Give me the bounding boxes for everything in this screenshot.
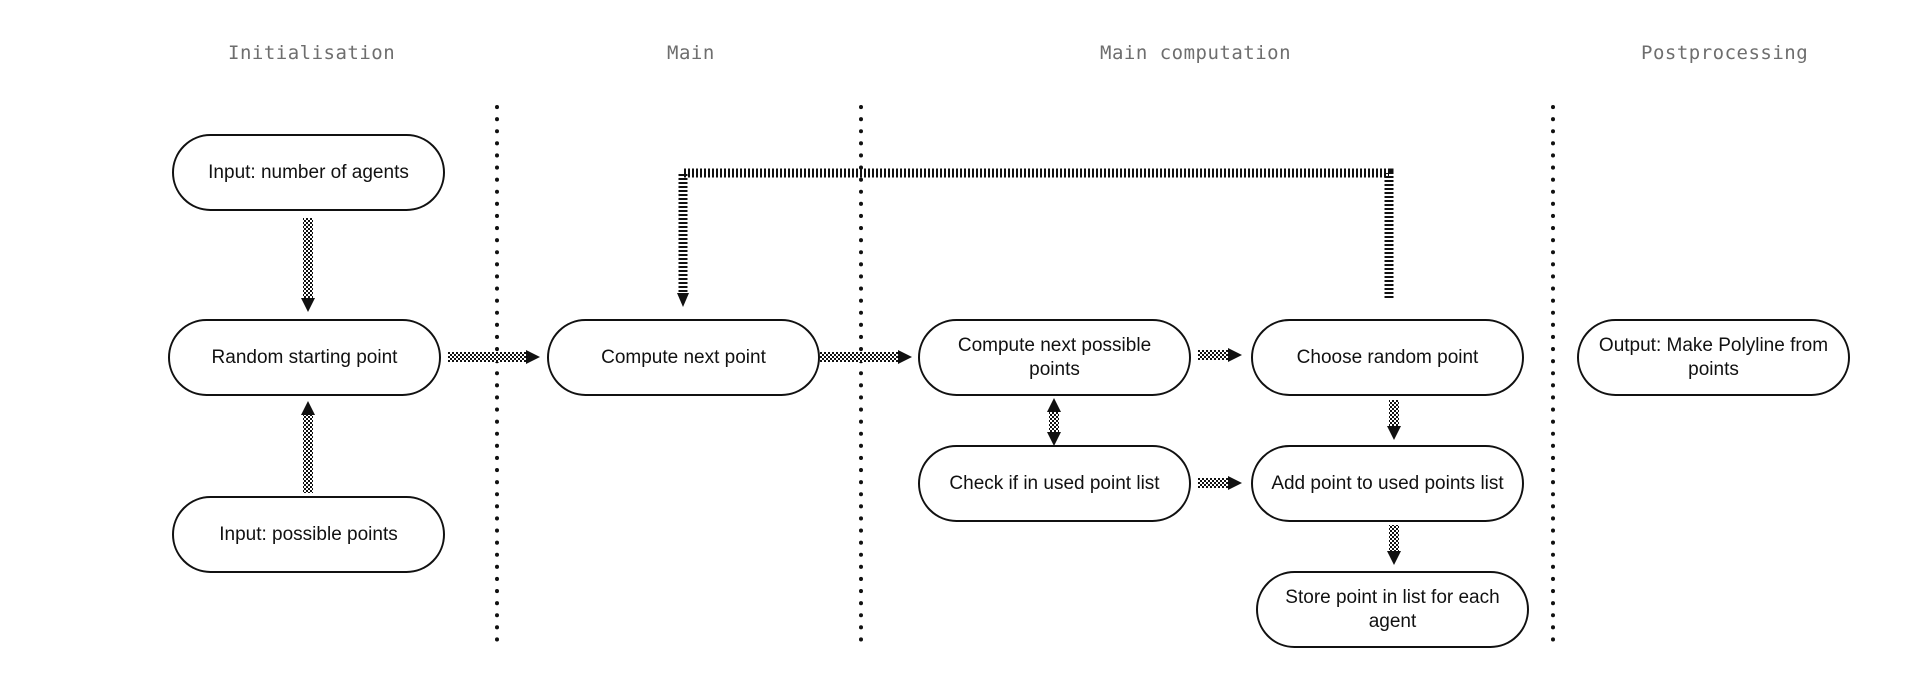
arrow-possible-check-head-up <box>1047 398 1061 412</box>
node-check-used-point-list: Check if in used point list <box>918 445 1191 522</box>
loop-back-arrowhead <box>677 293 689 307</box>
arrow-start-to-compute-shaft <box>448 352 528 362</box>
node-input-possible-points: Input: possible points <box>172 496 445 573</box>
node-label: Random starting point <box>211 346 398 368</box>
arrow-possible-check-shaft <box>1049 410 1059 434</box>
arrow-agents-to-start-shaft <box>303 218 313 300</box>
arrow-check-to-add-head <box>1228 476 1242 490</box>
arrow-points-to-start-shaft <box>303 413 313 493</box>
arrow-compute-to-possible-shaft <box>820 352 900 362</box>
node-label: Add point to used points list <box>1271 472 1504 494</box>
arrow-possible-to-choose-head <box>1228 348 1242 362</box>
node-label: Check if in used point list <box>949 472 1160 494</box>
node-compute-next-possible-points: Compute next possible points <box>918 319 1191 396</box>
node-add-point-to-used-list: Add point to used points list <box>1251 445 1524 522</box>
node-compute-next-point: Compute next point <box>547 319 820 396</box>
arrow-add-to-store-head <box>1387 551 1401 565</box>
node-store-point-for-agent: Store point in list for each agent <box>1256 571 1529 648</box>
section-title-main: Main <box>667 42 715 64</box>
arrow-points-to-start-head <box>301 401 315 415</box>
node-label: Input: number of agents <box>208 161 409 183</box>
node-label: Input: possible points <box>219 523 398 545</box>
node-label: Store point in list for each agent <box>1285 586 1500 632</box>
node-label: Output: Make Polyline from points <box>1598 334 1829 380</box>
arrow-agents-to-start-head <box>301 298 315 312</box>
section-title-initialisation: Initialisation <box>228 42 396 64</box>
node-label: Compute next point <box>601 346 766 368</box>
arrow-possible-check-head-down <box>1047 432 1061 446</box>
node-choose-random-point: Choose random point <box>1251 319 1524 396</box>
arrow-start-to-compute-head <box>526 350 540 364</box>
node-random-starting-point: Random starting point <box>168 319 441 396</box>
arrow-add-to-store-shaft <box>1389 525 1399 553</box>
node-label: Compute next possible points <box>957 334 1152 380</box>
section-title-postprocessing: Postprocessing <box>1641 42 1809 64</box>
arrow-check-to-add-shaft <box>1198 478 1230 488</box>
arrow-choose-to-add-shaft <box>1389 400 1399 428</box>
loop-back-connector <box>678 168 1394 298</box>
arrow-choose-to-add-head <box>1387 426 1401 440</box>
node-output-make-polyline: Output: Make Polyline from points <box>1577 319 1850 396</box>
arrow-possible-to-choose-shaft <box>1198 350 1230 360</box>
section-title-main-computation: Main computation <box>1100 42 1292 64</box>
arrow-compute-to-possible-head <box>898 350 912 364</box>
node-input-number-of-agents: Input: number of agents <box>172 134 445 211</box>
node-label: Choose random point <box>1296 346 1479 368</box>
